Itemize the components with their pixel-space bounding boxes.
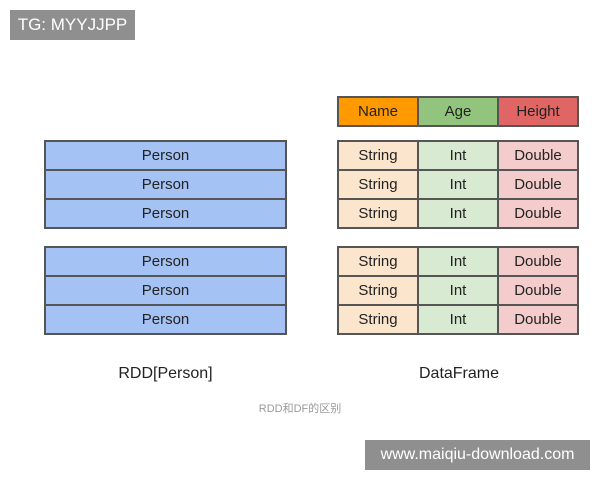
dataframe-partition-2: String Int Double String Int Double Stri… [337, 246, 579, 335]
dataframe-row: String Int Double [337, 275, 579, 306]
cell-string: String [337, 198, 419, 229]
rdd-row: Person [44, 304, 287, 335]
cell-string: String [337, 169, 419, 200]
diagram-caption: RDD和DF的区别 [258, 403, 342, 415]
rdd-label: RDD[Person] [118, 365, 213, 382]
cell-int: Int [417, 304, 499, 335]
cell-int: Int [417, 169, 499, 200]
cell-int: Int [417, 246, 499, 277]
cell-double: Double [497, 246, 579, 277]
header-cell-name: Name [337, 96, 419, 127]
header-cell-height: Height [497, 96, 579, 127]
rdd-row: Person [44, 198, 287, 229]
rdd-partition-1: Person Person Person [44, 140, 287, 229]
watermark-top: TG: MYYJJPP [10, 10, 135, 40]
cell-double: Double [497, 198, 579, 229]
cell-string: String [337, 304, 419, 335]
dataframe-row: String Int Double [337, 246, 579, 277]
cell-double: Double [497, 169, 579, 200]
dataframe-label: DataFrame [418, 365, 500, 382]
cell-int: Int [417, 275, 499, 306]
cell-int: Int [417, 198, 499, 229]
rdd-row: Person [44, 140, 287, 171]
cell-double: Double [497, 140, 579, 171]
cell-string: String [337, 246, 419, 277]
watermark-bottom: www.maiqiu-download.com [365, 440, 590, 470]
rdd-partition-2: Person Person Person [44, 246, 287, 335]
cell-int: Int [417, 140, 499, 171]
cell-string: String [337, 140, 419, 171]
cell-double: Double [497, 275, 579, 306]
header-cell-age: Age [417, 96, 499, 127]
dataframe-row: String Int Double [337, 304, 579, 335]
rdd-row: Person [44, 275, 287, 306]
rdd-row: Person [44, 169, 287, 200]
dataframe-partition-1: String Int Double String Int Double Stri… [337, 140, 579, 229]
rdd-row: Person [44, 246, 287, 277]
dataframe-row: String Int Double [337, 140, 579, 171]
dataframe-row: String Int Double [337, 169, 579, 200]
dataframe-row: String Int Double [337, 198, 579, 229]
cell-string: String [337, 275, 419, 306]
dataframe-header: Name Age Height [337, 96, 579, 127]
cell-double: Double [497, 304, 579, 335]
